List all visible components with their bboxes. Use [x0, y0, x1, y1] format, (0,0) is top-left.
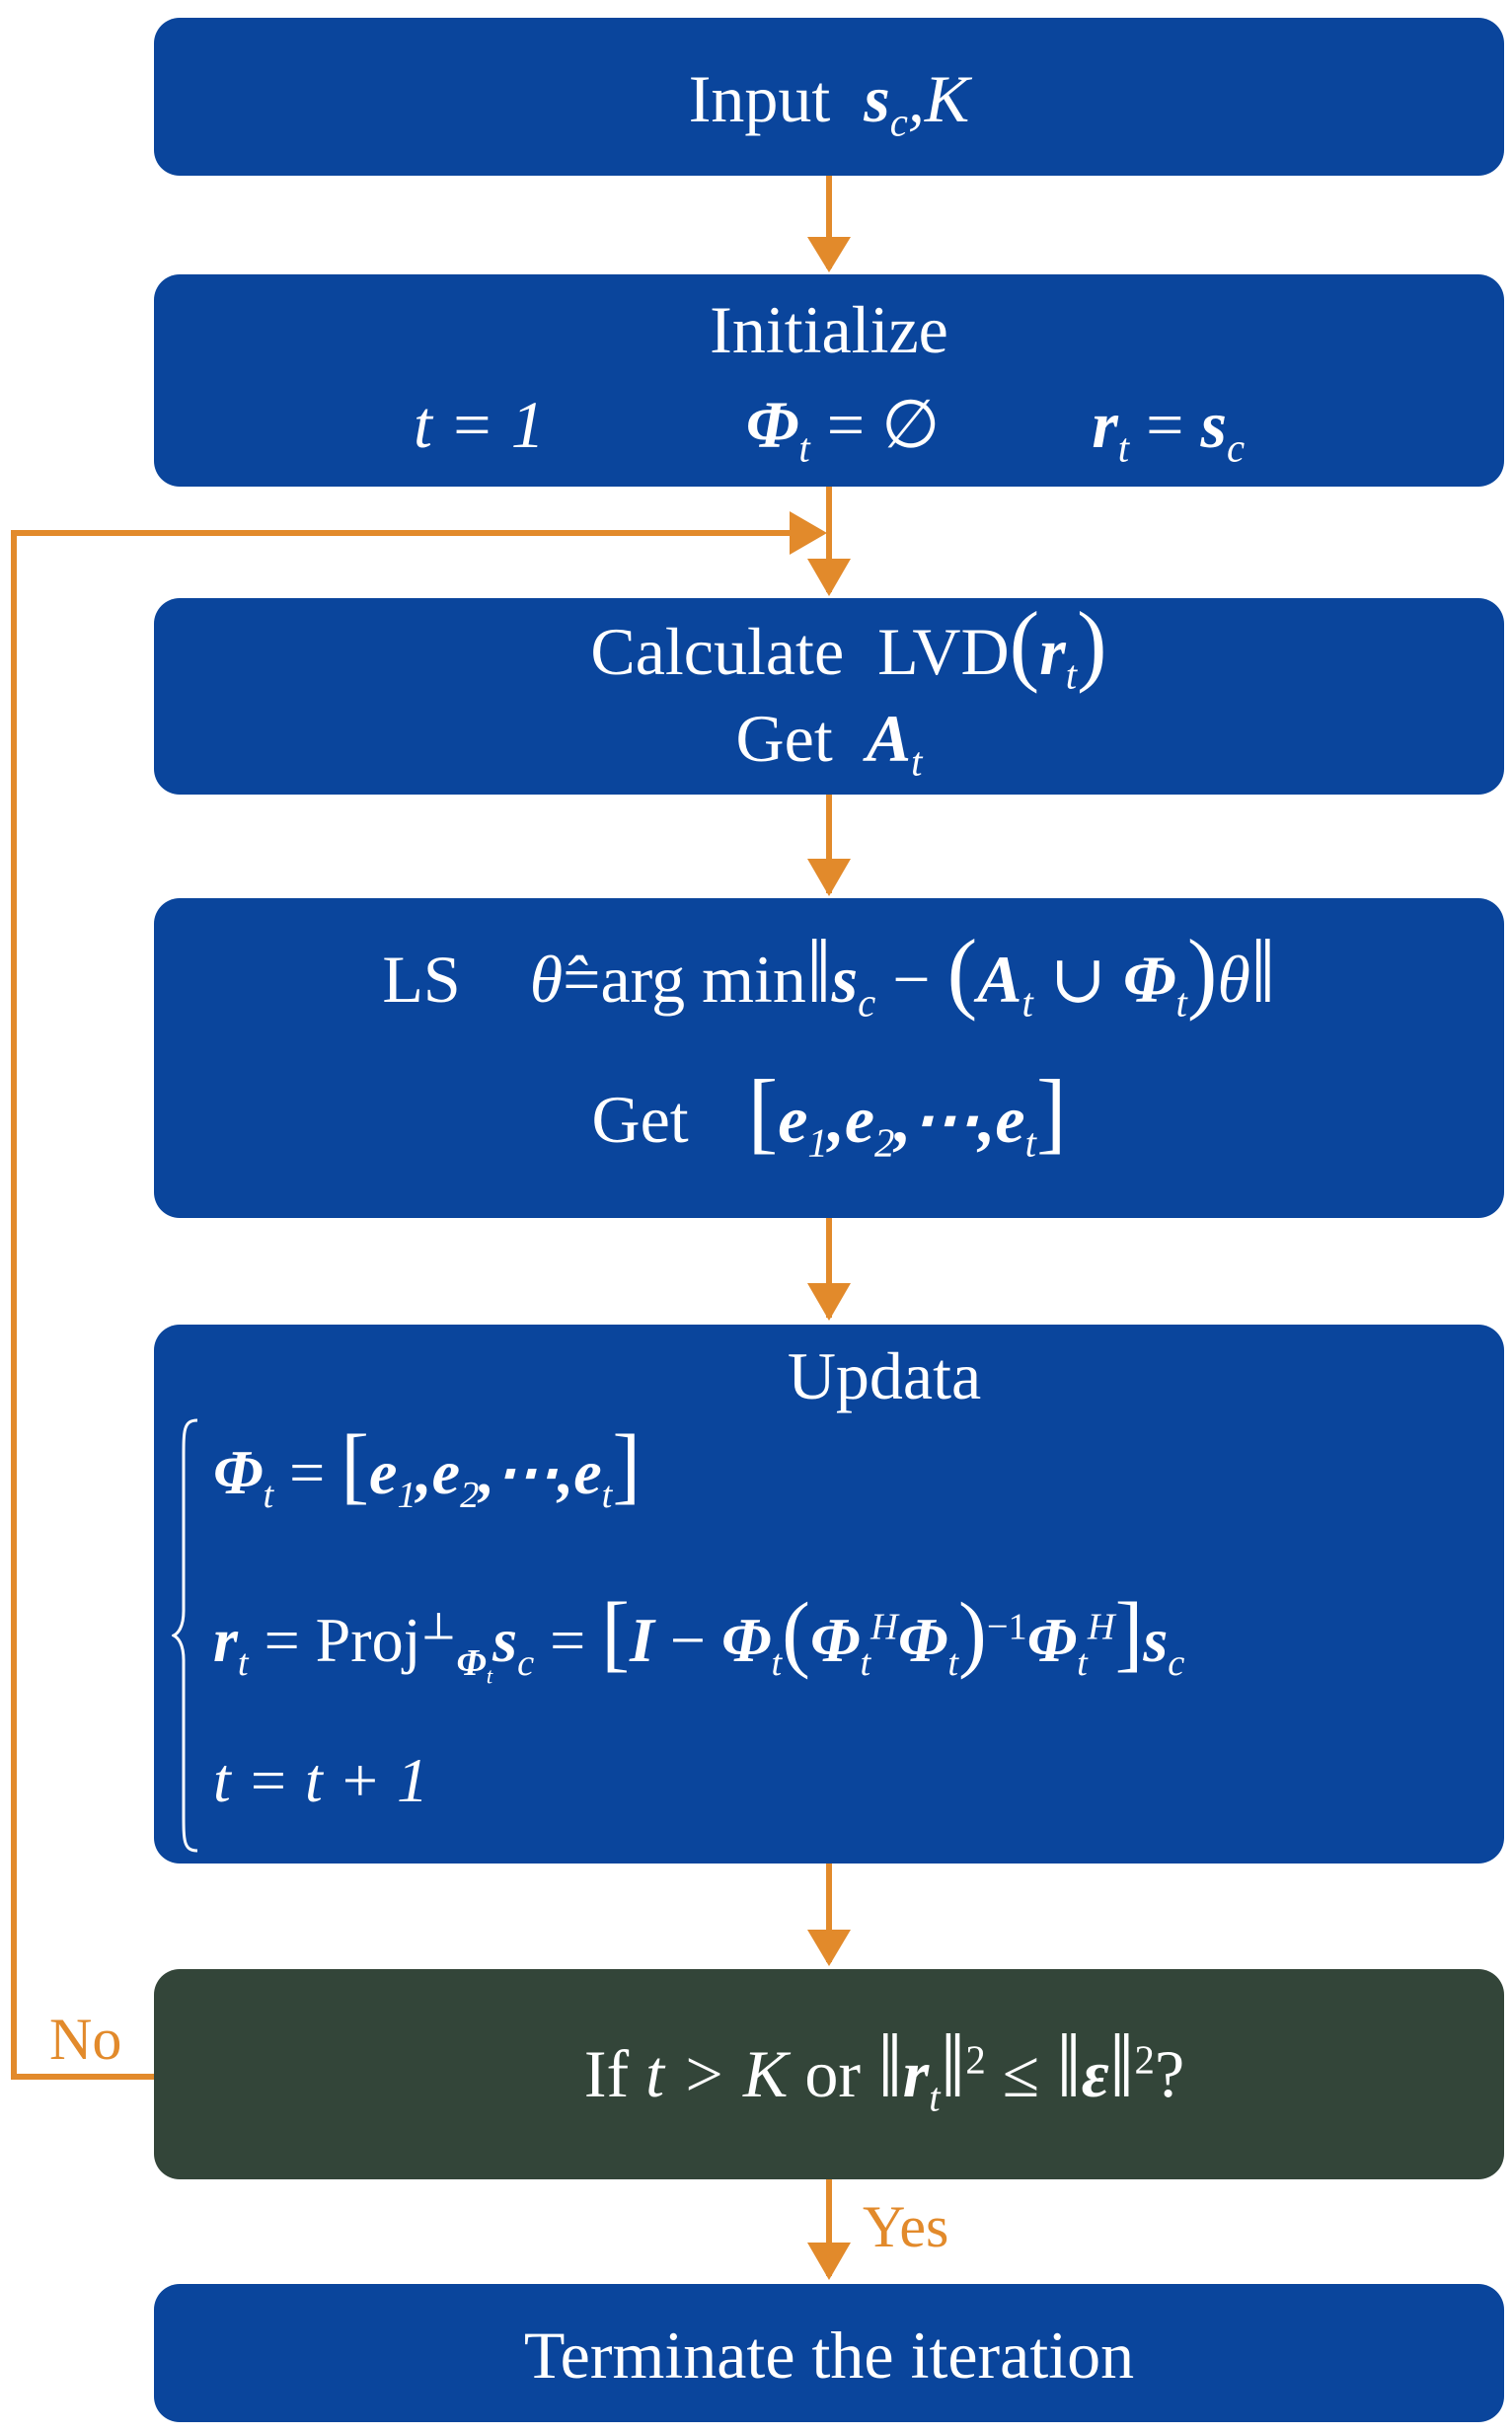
input-sub-c: c — [889, 100, 908, 145]
arrowhead-ls-to-update — [807, 1283, 851, 1321]
calculate-get-sub: t — [911, 739, 923, 785]
arrowhead-init-to-calc — [807, 559, 851, 596]
ls-theta-hat: θ̂ — [529, 942, 564, 1017]
decision-or: or — [804, 2036, 861, 2111]
calculate-line: Calculate LVD(rt) — [590, 593, 1107, 698]
decision-if: If — [583, 2036, 630, 2111]
update-proj: Proj — [315, 1605, 421, 1675]
calculate-get-var: A — [866, 701, 912, 776]
calculate-func: LVD — [877, 614, 1010, 689]
arrow-no-loop — [11, 530, 819, 2080]
init-phi: Φt — [745, 387, 810, 471]
input-line: Input sc,K — [154, 65, 1504, 142]
arrowhead-decision-to-terminate — [807, 2243, 851, 2280]
calculate-get-label: Get — [735, 701, 833, 776]
no-label: No — [49, 2007, 122, 2072]
calculate-box: Calculate LVD(rt) Get At — [154, 598, 1504, 795]
ls-argmin: =arg min — [563, 942, 806, 1017]
initialize-exprs: t = 1 Φt = ∅ rt = sc — [154, 391, 1504, 468]
arrowhead-calc-to-ls — [807, 859, 851, 896]
ls-get-label: Get — [591, 1082, 689, 1157]
arrowhead-input-to-init — [807, 237, 851, 272]
init-r: rt — [1092, 387, 1130, 471]
calculate-label: Calculate — [590, 614, 845, 689]
update-brace — [172, 1418, 198, 1853]
init-sc: sc — [1200, 387, 1246, 471]
input-box: Input sc,K — [154, 18, 1504, 176]
arrowhead-no-loop — [790, 511, 827, 555]
initialize-title: Initialize — [710, 292, 948, 367]
init-r-rhs: = — [1129, 387, 1201, 462]
update-title: Updata — [787, 1338, 982, 1413]
decision-line: If t > K or ‖rt‖2 ≤ ‖ε‖2? — [583, 2016, 1185, 2120]
terminate-label: Terminate the iteration — [523, 2318, 1135, 2393]
update-box: Updata Φt = [e1,e2,⋯,et] rt = Proj⊥Φtsc … — [154, 1325, 1504, 1864]
input-var-s: s — [864, 61, 890, 136]
ls-label: LS — [382, 942, 461, 1017]
update-line-phi: Φt = [e1,e2,⋯,et] — [213, 1417, 642, 1516]
ls-get-line: Get[e1,e2,⋯,et] — [591, 1061, 1067, 1166]
decision-box: If t > K or ‖rt‖2 ≤ ‖ε‖2? — [154, 1969, 1504, 2179]
init-phi-rhs: = ∅ — [809, 387, 941, 462]
arrowhead-update-to-decision — [807, 1930, 851, 1966]
terminate-box: Terminate the iteration — [154, 2284, 1504, 2422]
calculate-get-line: Get At — [154, 705, 1512, 782]
update-line-r: rt = Proj⊥Φtsc = [I − Φt(ΦtHΦt)−1ΦtH]sc — [213, 1585, 1185, 1689]
ls-get-set: e1,e2,⋯,et — [778, 1082, 1036, 1166]
yes-label: Yes — [863, 2194, 949, 2259]
calculate-arg: rt — [1039, 614, 1078, 698]
init-t: t = 1 — [413, 387, 545, 462]
update-line-t: t = t + 1 — [213, 1745, 428, 1815]
initialize-box: Initialize t = 1 Φt = ∅ rt = sc — [154, 274, 1504, 487]
input-var-k: ,K — [907, 61, 970, 136]
input-label: Input — [688, 61, 831, 136]
decision-cond-t: t > K — [645, 2036, 789, 2111]
